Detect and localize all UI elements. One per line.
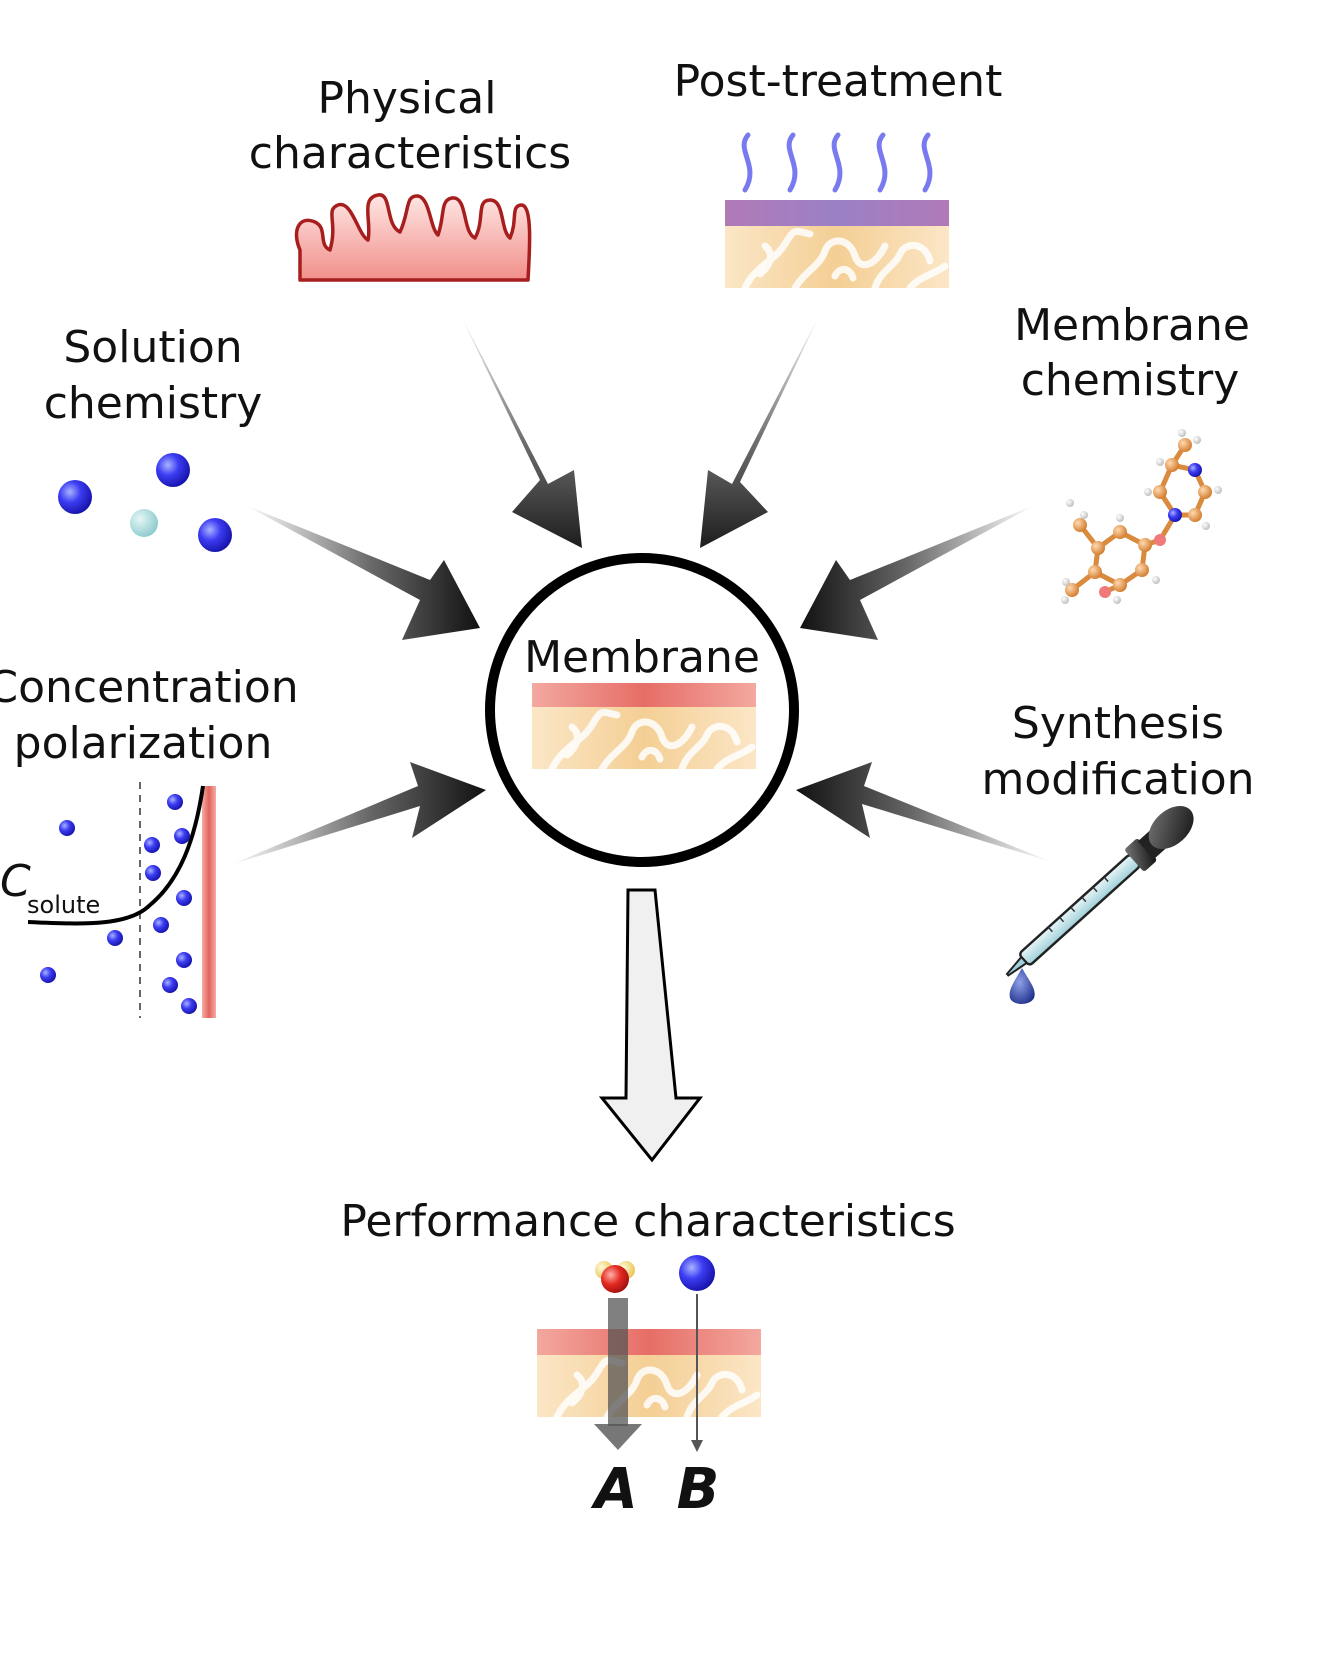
c-solute-symbol: C: [0, 856, 31, 907]
arrow-solution: [245, 505, 480, 640]
physical-group: Physical characteristics: [249, 73, 571, 282]
selective-transport-icon: A B: [537, 1255, 761, 1522]
arrow-physical: [458, 310, 582, 548]
arrow-performance: [598, 888, 704, 1163]
post-treatment-label: Post-treatment: [674, 56, 1003, 107]
arrow-concentration: [230, 762, 486, 865]
c-solute-subscript: solute: [27, 891, 100, 919]
solution-label-2: chemistry: [44, 378, 263, 429]
solution-group: Solution chemistry: [44, 322, 263, 552]
center-label: Membrane: [524, 632, 760, 683]
rough-surface-icon: [294, 193, 532, 282]
arrow-synthesis: [796, 762, 1052, 862]
flux-b-label: B: [677, 1457, 720, 1522]
post-treatment-group: Post-treatment: [674, 56, 1003, 288]
membrane-chem-group: Membrane chemistry: [1014, 300, 1250, 604]
water-molecule-icon: [595, 1261, 635, 1293]
synthesis-label-1: Synthesis: [1012, 698, 1224, 749]
performance-label: Performance characteristics: [340, 1196, 955, 1247]
molecule-icon: [1061, 429, 1222, 604]
arrow-membrane-chem: [800, 505, 1035, 640]
solution-label-1: Solution: [63, 322, 242, 373]
solute-ion-icon: [679, 1255, 715, 1291]
membrane-chem-label-2: chemistry: [1021, 355, 1240, 406]
flux-a-label: A: [590, 1457, 637, 1522]
concentration-group: Concentration polarization C solute: [0, 662, 299, 1018]
membrane-chem-label-1: Membrane: [1014, 300, 1250, 351]
heated-membrane-icon: [725, 132, 949, 288]
concentration-label-1: Concentration: [0, 662, 299, 713]
physical-label-2: characteristics: [249, 128, 571, 179]
arrow-post-treatment: [700, 310, 822, 548]
ions-icon: [58, 453, 232, 552]
concentration-label-2: polarization: [14, 718, 273, 769]
concentration-profile-icon: C solute: [0, 782, 216, 1018]
performance-group: Performance characteristics A B: [340, 1196, 955, 1522]
dropper-icon: [1005, 806, 1194, 1004]
synthesis-group: Synthesis modification: [981, 698, 1255, 1004]
synthesis-label-2: modification: [981, 754, 1254, 805]
physical-label-1: Physical: [318, 73, 497, 124]
center-membrane: Membrane: [485, 553, 799, 867]
